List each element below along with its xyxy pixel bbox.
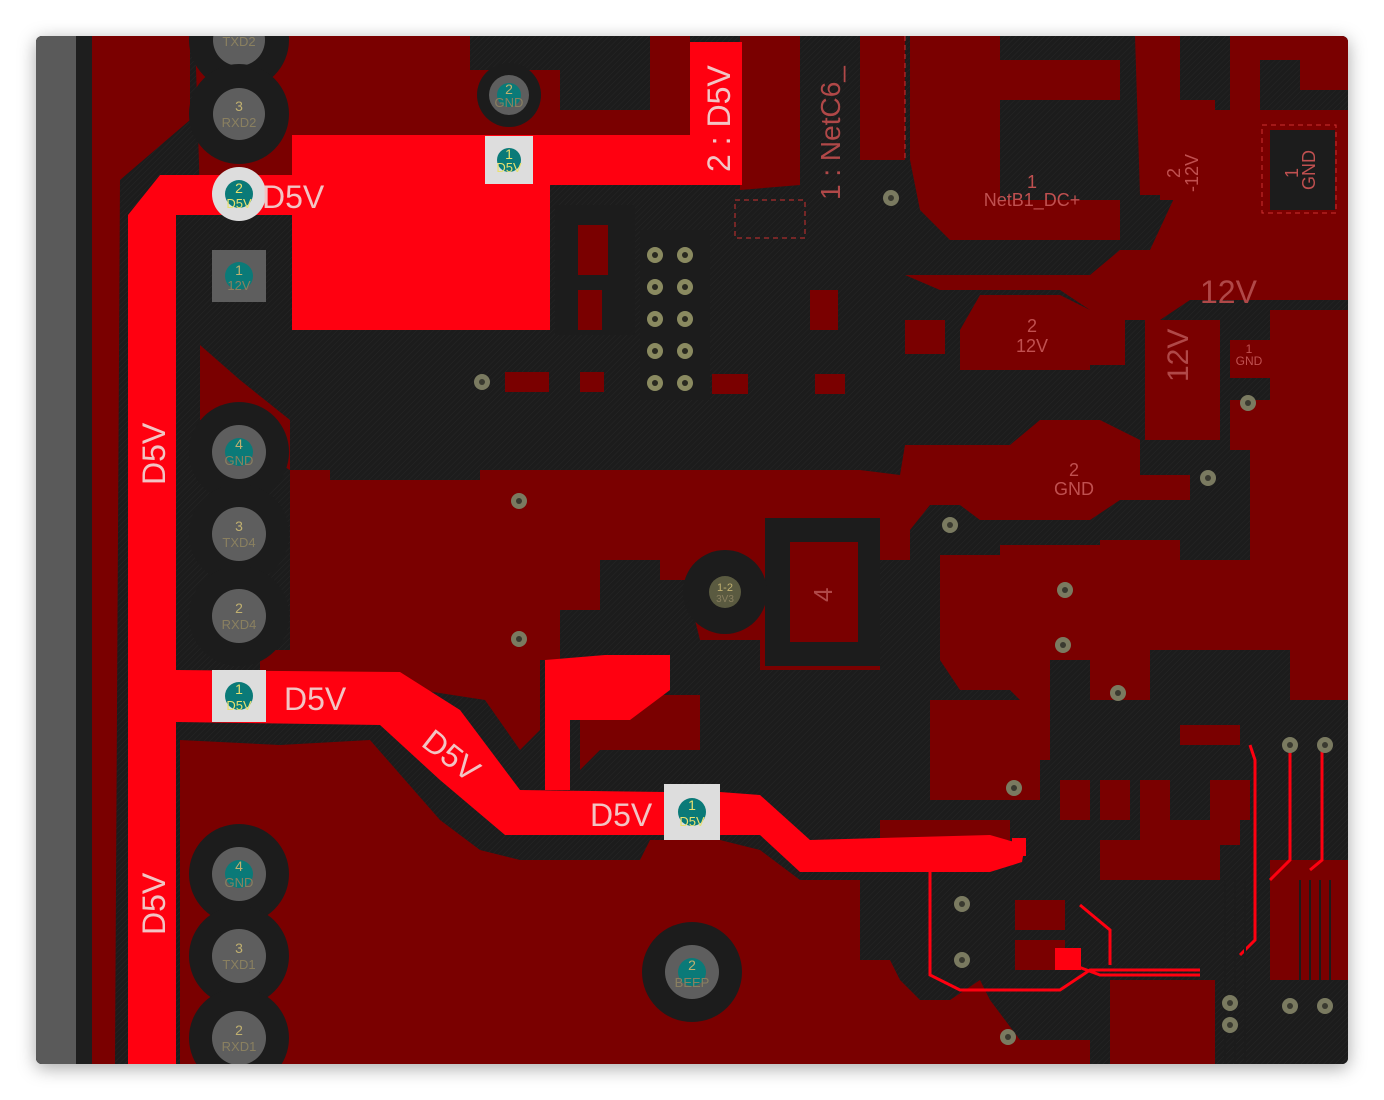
- test-pad-d5v[interactable]: 1 D5V: [485, 136, 533, 184]
- pcb-viewport[interactable]: TXD2 3 RXD2 2 D5V 1 12V 4 GND 3 TXD4 2 R…: [36, 36, 1348, 1064]
- pad-net-label: RXD2: [222, 115, 257, 130]
- chip-label: 4: [808, 588, 838, 602]
- net-label-d5v: D5V: [136, 422, 172, 485]
- test-pad-3v3[interactable]: 1-2 3V3: [683, 550, 767, 634]
- net-label-2-d5v: 2 : D5V: [701, 65, 737, 172]
- test-pad-gnd[interactable]: 2 GND: [477, 63, 541, 127]
- pad-net-label: RXD4: [222, 617, 257, 632]
- pad-net-label: TXD4: [222, 535, 255, 550]
- pcb-canvas[interactable]: TXD2 3 RXD2 2 D5V 1 12V 4 GND 3 TXD4 2 R…: [36, 36, 1348, 1064]
- pad-number: 2: [1027, 316, 1037, 336]
- pad-number: 1: [1246, 342, 1253, 356]
- net-label-d5v: D5V: [590, 797, 653, 833]
- pad-net-label: RXD1: [222, 1039, 257, 1054]
- net-label-gnd: GND: [1299, 150, 1319, 190]
- d5v-traces: [128, 42, 1025, 1064]
- net-label-12v: 12V: [1162, 329, 1195, 382]
- pad-number: 4: [235, 858, 243, 874]
- net-label-12v: 12V: [1016, 336, 1048, 356]
- chip-body: [790, 542, 858, 642]
- pad-net-label: D5V: [226, 196, 252, 211]
- connector-pad[interactable]: 4 GND: [189, 402, 289, 502]
- header-2x5: [647, 247, 693, 391]
- pad-net-label: GND: [225, 453, 254, 468]
- pad-number: 1: [1027, 172, 1037, 192]
- pad-number: 1: [688, 797, 696, 813]
- pad-number: 2: [1069, 460, 1079, 480]
- copper-pour: [92, 36, 1348, 1064]
- pad-number: 3: [235, 98, 243, 114]
- component-outlines: [734, 36, 1337, 239]
- bus-lines: [1224, 880, 1331, 1064]
- connector-pad[interactable]: 3 RXD2: [189, 64, 289, 164]
- pad-number: 1: [1282, 168, 1302, 178]
- pad-number: 3: [235, 940, 243, 956]
- pad-net-label: GND: [495, 95, 524, 110]
- net-label-d5v: D5V: [262, 179, 325, 215]
- net-label-netb1: NetB1_DC+: [984, 190, 1081, 211]
- connector-pad[interactable]: 4 GND: [189, 824, 289, 924]
- connector-pad[interactable]: 3 TXD1: [189, 906, 289, 1006]
- pad-net-label: BEEP: [675, 975, 710, 990]
- vias: [474, 190, 1333, 1045]
- pad-number: 1: [235, 681, 243, 697]
- pad-net-label: D5V: [679, 814, 705, 829]
- pad-number: 1-2: [717, 582, 733, 594]
- connector-pad[interactable]: 2 RXD4: [189, 566, 289, 666]
- net-label-12v: 12V: [1200, 274, 1258, 310]
- pad-net-label: TXD1: [222, 957, 255, 972]
- pad-net-label: TXD2: [222, 36, 255, 49]
- pad-number: 2: [235, 1022, 243, 1038]
- pad-number: 3: [235, 518, 243, 534]
- pad-number: 2: [1164, 168, 1184, 178]
- net-label-d5v: D5V: [284, 681, 347, 717]
- net-label-neg12v: -12V: [1182, 154, 1202, 192]
- pad-net-label: 3V3: [716, 594, 734, 605]
- net-label-gnd: GND: [1054, 479, 1094, 499]
- pad-net-label: D5V: [496, 160, 522, 175]
- connector-pad[interactable]: 2 RXD1: [189, 988, 289, 1064]
- pad-net-label: 12V: [227, 278, 250, 293]
- smd-pads: [505, 130, 1272, 970]
- net-label-gnd: GND: [1236, 354, 1263, 368]
- pad-net-label: GND: [225, 875, 254, 890]
- test-pad-beep[interactable]: 2 BEEP: [642, 922, 742, 1022]
- board-edge: [36, 36, 76, 1064]
- connector-pad[interactable]: 2 D5V: [212, 167, 266, 221]
- connector-pad[interactable]: 1 D5V: [212, 670, 266, 722]
- pad-number: 4: [235, 436, 243, 452]
- pad-net-label: D5V: [226, 698, 252, 713]
- pad-number: 2: [688, 957, 696, 973]
- connector-pad[interactable]: 3 TXD4: [189, 484, 289, 584]
- net-label-netc6: 1 : NetC6_: [815, 66, 846, 200]
- connector-pad[interactable]: 1 12V: [212, 250, 266, 302]
- net-label-d5v: D5V: [136, 872, 172, 935]
- pad-number: 1: [505, 146, 513, 162]
- pad-number: 1: [235, 262, 243, 278]
- pad-number: 2: [235, 600, 243, 616]
- pad-number: 2: [235, 180, 243, 196]
- test-pad-d5v-2[interactable]: 1 D5V: [664, 784, 720, 840]
- pad-number: 2: [505, 81, 513, 97]
